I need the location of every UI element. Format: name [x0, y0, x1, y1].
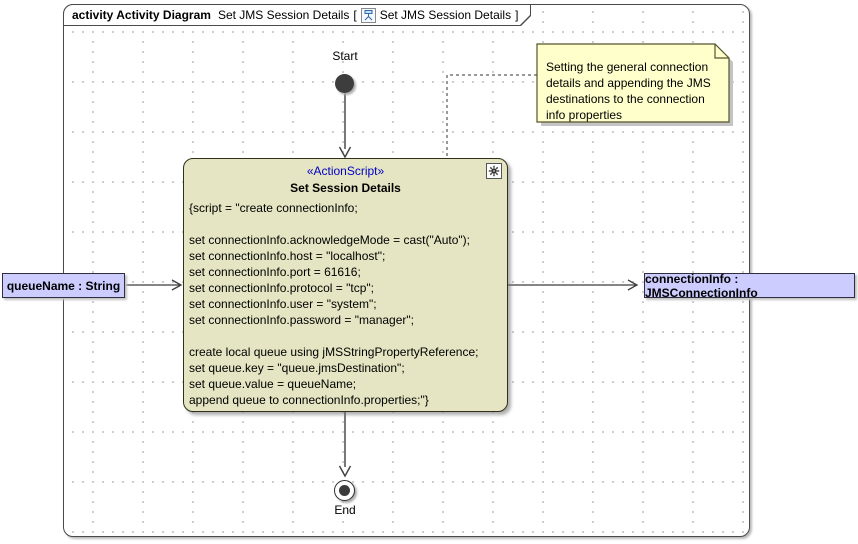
- activity-diagram-icon: [361, 8, 376, 23]
- note-anchor-line[interactable]: [446, 74, 537, 157]
- control-flow-action-to-end[interactable]: [338, 411, 352, 478]
- end-node[interactable]: [334, 480, 355, 501]
- gear-icon: [486, 163, 502, 179]
- action-stereotype: «ActionScript»: [306, 164, 385, 178]
- start-node-label: Start: [332, 49, 358, 63]
- input-pin-queuename[interactable]: queueName : String: [2, 273, 125, 298]
- frame-diagram-name: Set JMS Session Details: [217, 8, 350, 22]
- note-fold-corner: [714, 44, 729, 59]
- end-node-core: [339, 485, 350, 496]
- output-pin-connectioninfo[interactable]: connectionInfo : JMSConnectionInfo: [644, 271, 855, 300]
- frame-bracket-close: ]: [515, 8, 519, 22]
- control-flow-start-to-action[interactable]: [338, 93, 352, 159]
- frame-heading[interactable]: activity Activity Diagram Set JMS Sessio…: [64, 5, 530, 25]
- action-node-set-session-details[interactable]: «ActionScript» Set Session Details {scri…: [183, 158, 508, 412]
- start-node[interactable]: [335, 74, 354, 93]
- action-name: Set Session Details: [290, 181, 401, 195]
- object-flow-action-to-connectioninfo[interactable]: [507, 279, 639, 291]
- input-pin-label: queueName : String: [6, 278, 121, 293]
- output-pin-label: connectionInfo : JMSConnectionInfo: [645, 271, 758, 300]
- action-script-body: {script = "create connectionInfo; set co…: [189, 201, 479, 407]
- frame-context-name: Set JMS Session Details: [379, 8, 512, 22]
- frame-bracket-open: [: [353, 8, 357, 22]
- note-text: Setting the general connection details a…: [546, 60, 711, 122]
- object-flow-queuename-to-action[interactable]: [124, 279, 183, 291]
- end-node-label: End: [334, 503, 356, 517]
- note-body[interactable]: [536, 43, 730, 123]
- note-shape[interactable]: [535, 42, 737, 130]
- frame-kind-label: activity Activity Diagram: [72, 8, 211, 22]
